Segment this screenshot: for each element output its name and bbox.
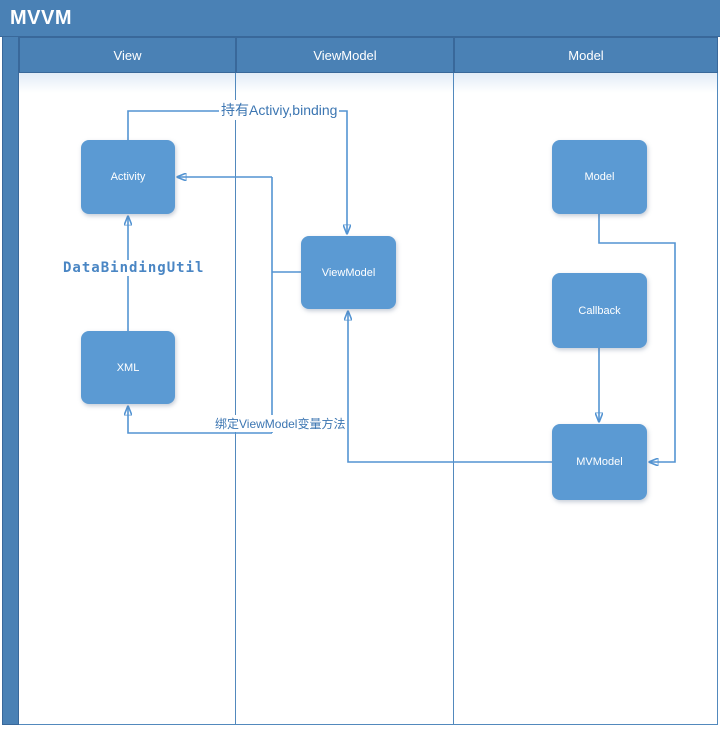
lane-view: View (19, 37, 236, 725)
node-activity[interactable]: Activity (81, 140, 175, 214)
pool-title: MVVM (10, 6, 72, 29)
node-mvmodel-label: MVModel (576, 456, 623, 468)
edge-mvmodel-to-viewmodel[interactable] (348, 311, 552, 463)
lane-model: Model (454, 37, 718, 725)
node-xml[interactable]: XML (81, 331, 175, 404)
node-viewmodel-label: ViewModel (321, 266, 376, 279)
node-model[interactable]: Model (552, 140, 647, 214)
lane-body-view (19, 73, 236, 725)
lane-header-viewmodel[interactable]: ViewModel (236, 37, 454, 73)
lane-body-viewmodel (236, 73, 454, 725)
edge-label-databindingutil[interactable]: DataBindingUtil (61, 260, 207, 276)
node-callback-label: Callback (578, 304, 621, 317)
lane-header-model-label: Model (568, 47, 604, 63)
node-model-label: Model (584, 171, 615, 183)
edge-label-holds-activity-binding[interactable]: 持有Activiy,binding (219, 100, 340, 120)
node-callback[interactable]: Callback (552, 273, 647, 348)
lane-header-viewmodel-label: ViewModel (313, 47, 377, 63)
lane-body-model (454, 73, 718, 725)
node-viewmodel[interactable]: ViewModel (301, 236, 396, 309)
edge-viewmodel-to-xml[interactable] (128, 406, 272, 434)
pool-title-bar: MVVM (0, 0, 720, 37)
edge-viewmodel-trunk[interactable] (271, 177, 301, 433)
edge-model-to-mvmodel[interactable] (598, 214, 676, 462)
node-xml-label: XML (116, 361, 140, 374)
lane-viewmodel: ViewModel (236, 37, 454, 725)
lane-header-view-label: View (113, 47, 142, 63)
lane-header-model[interactable]: Model (454, 37, 718, 73)
node-activity-label: Activity (110, 171, 146, 183)
node-mvmodel[interactable]: MVModel (552, 424, 647, 500)
edge-label-bind-viewmodel-method[interactable]: 绑定ViewModel变量方法 (213, 415, 348, 432)
pool-side-bar (2, 37, 19, 725)
lane-header-view[interactable]: View (19, 37, 236, 73)
